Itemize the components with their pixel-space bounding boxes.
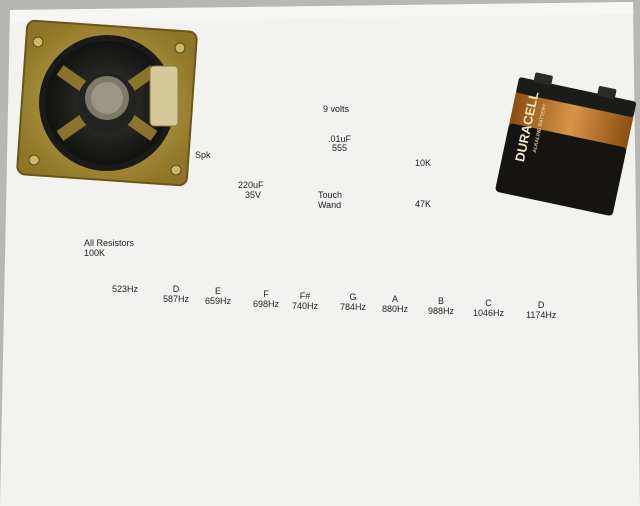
battery bbox=[495, 72, 637, 216]
r47k-label: 47K bbox=[415, 199, 432, 209]
touch-label-1: Touch bbox=[318, 190, 343, 200]
supply-label: 9 volts bbox=[323, 104, 350, 114]
note-label-0: 523Hz bbox=[112, 284, 139, 294]
touch-label-2: Wand bbox=[318, 200, 342, 210]
note-label-4: F#740Hz bbox=[292, 291, 319, 311]
cap-small-label: .01uF bbox=[328, 134, 352, 144]
all-resistors-label: All Resistors bbox=[84, 238, 135, 248]
r10k-label: 10K bbox=[415, 158, 432, 168]
speaker bbox=[16, 19, 198, 187]
speaker-label: Spk bbox=[195, 150, 211, 160]
cap-big-value-label: 220uF bbox=[238, 180, 264, 190]
cap-big-voltage-label: 35V bbox=[245, 190, 262, 200]
chip-label: 555 bbox=[332, 143, 348, 153]
all-resistors-value: 100K bbox=[84, 248, 106, 258]
